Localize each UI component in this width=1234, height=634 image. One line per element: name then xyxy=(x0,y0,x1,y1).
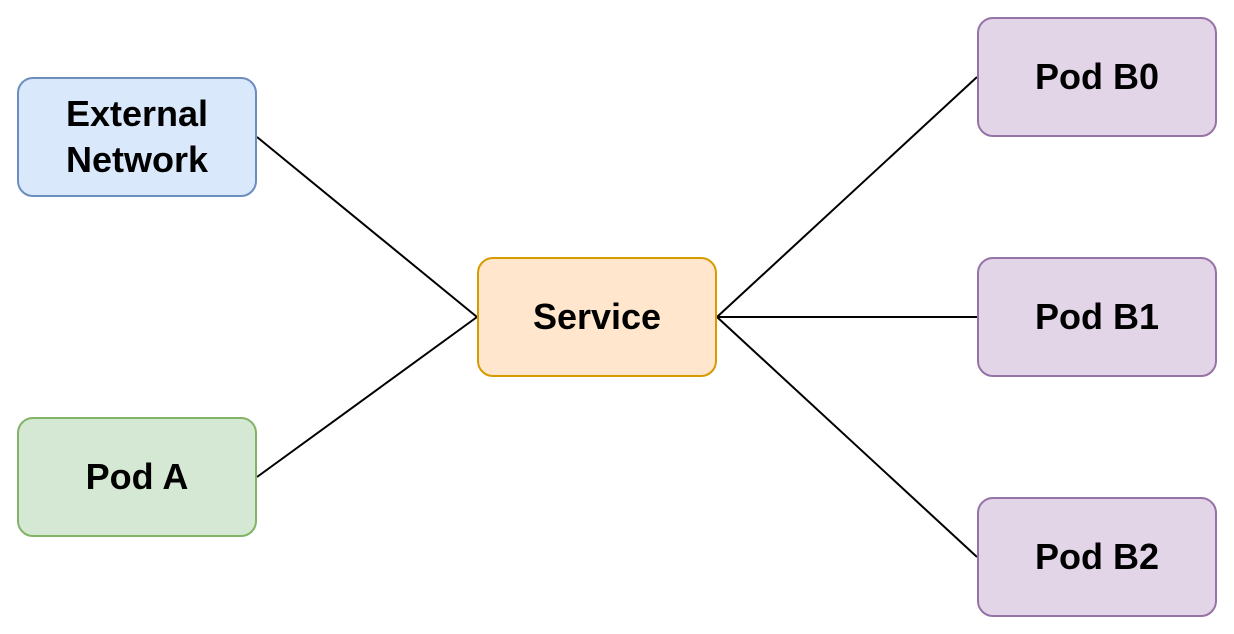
pod-b0-node: Pod B0 xyxy=(977,17,1217,137)
external-network-label-line2: Network xyxy=(65,139,208,180)
external-network-node: External Network xyxy=(17,77,257,197)
pod-b0-label: Pod B0 xyxy=(1034,56,1159,97)
pod-b2-node: Pod B2 xyxy=(977,497,1217,617)
pod-b1-label: Pod B1 xyxy=(1034,296,1159,337)
pod-a-label: Pod A xyxy=(85,456,189,497)
service-label: Service xyxy=(532,296,662,337)
edge-service-to-pod-b2 xyxy=(716,316,978,558)
pod-a-node: Pod A xyxy=(17,417,257,537)
edge-service-to-pod-b0 xyxy=(716,76,978,318)
pod-b2-label: Pod B2 xyxy=(1034,536,1159,577)
external-network-label-line1: External xyxy=(65,93,209,134)
service-node: Service xyxy=(477,257,717,377)
edge-pod-a-to-service xyxy=(256,316,478,478)
pod-b1-node: Pod B1 xyxy=(977,257,1217,377)
edge-external-to-service xyxy=(256,136,478,318)
